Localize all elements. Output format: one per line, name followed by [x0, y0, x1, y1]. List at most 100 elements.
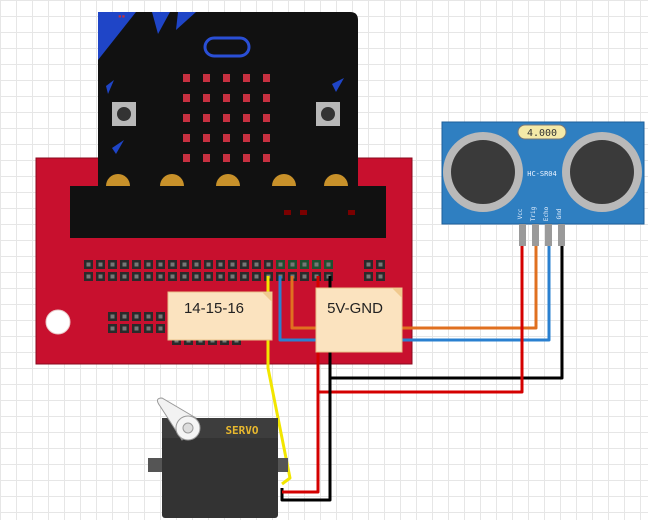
- pin-hole: [134, 326, 139, 331]
- sensor-model-label: HC-SR04: [527, 170, 557, 178]
- pin-hole: [146, 314, 151, 319]
- pin-hole: [278, 262, 283, 267]
- note-pins-label: 14-15-16: [184, 300, 244, 317]
- led: [183, 154, 190, 162]
- pin-hole: [122, 274, 127, 279]
- pin-hole: [158, 262, 163, 267]
- pin-hole: [314, 262, 319, 267]
- pin-hole: [242, 262, 247, 267]
- pin-hole: [242, 274, 247, 279]
- edge-pad: [106, 174, 130, 186]
- led: [263, 74, 270, 82]
- wire-orange-trig: [290, 246, 538, 330]
- led: [203, 94, 210, 102]
- pin-hole: [218, 274, 223, 279]
- sensor-pin-label: Trig: [530, 206, 537, 221]
- led: [203, 114, 210, 122]
- led: [223, 134, 230, 142]
- pin-hole: [122, 326, 127, 331]
- pin-hole: [326, 262, 331, 267]
- pin-hole: [110, 262, 115, 267]
- pin-hole: [378, 262, 383, 267]
- servo-horn: [156, 397, 201, 441]
- edge-connector-slot: [70, 186, 386, 238]
- microbit-board: ▪▪: [98, 12, 358, 186]
- svg-text:▪▪: ▪▪: [118, 13, 125, 20]
- pin-hole: [366, 262, 371, 267]
- pin-hole: [122, 262, 127, 267]
- led: [243, 154, 250, 162]
- microbit-logo: [203, 36, 251, 58]
- led: [263, 154, 270, 162]
- pin-hole: [158, 274, 163, 279]
- pin-hole: [170, 262, 175, 267]
- pin-hole: [266, 262, 271, 267]
- pin-hole: [378, 274, 383, 279]
- edge-pad: [160, 174, 184, 186]
- edge-pad: [216, 174, 240, 186]
- pin-hole: [170, 274, 175, 279]
- led: [243, 134, 250, 142]
- pin-hole: [158, 314, 163, 319]
- crystal: [517, 124, 567, 140]
- led: [203, 134, 210, 142]
- pin-hole: [290, 262, 295, 267]
- pin-hole: [254, 262, 259, 267]
- led: [263, 114, 270, 122]
- sensor-pin-label: Echo: [543, 206, 550, 221]
- pin-hole: [86, 262, 91, 267]
- led: [223, 94, 230, 102]
- led: [223, 74, 230, 82]
- button-b[interactable]: [316, 102, 340, 126]
- pin-hole: [110, 326, 115, 331]
- pin-hole: [134, 262, 139, 267]
- pin-hole: [110, 314, 115, 319]
- edge-pads: [106, 174, 348, 186]
- pin-hole: [302, 262, 307, 267]
- pin-hole: [134, 314, 139, 319]
- wires: [266, 246, 564, 502]
- wire-blue-echo: [278, 246, 551, 342]
- led: [243, 94, 250, 102]
- pin-hole: [158, 326, 163, 331]
- header-row-top: [84, 260, 333, 269]
- servo-label: SERVO: [225, 424, 258, 437]
- note-pins: 14-15-16: [167, 291, 273, 341]
- sensor-pin-label: Gnd: [556, 208, 563, 219]
- pin-hole: [254, 274, 259, 279]
- crystal-label: 4.000: [527, 128, 557, 139]
- led: [183, 74, 190, 82]
- pin-hole: [206, 274, 211, 279]
- pin-hole: [194, 262, 199, 267]
- pin-hole: [230, 262, 235, 267]
- led: [223, 114, 230, 122]
- pin-hole: [218, 262, 223, 267]
- button-a[interactable]: [112, 102, 136, 126]
- pin-hole: [182, 274, 187, 279]
- microbit-corner-mark: [98, 12, 136, 60]
- led: [263, 134, 270, 142]
- edge-pad: [272, 174, 296, 186]
- led: [183, 114, 190, 122]
- pin-hole: [146, 274, 151, 279]
- pin-hole: [134, 274, 139, 279]
- pin-hole: [366, 274, 371, 279]
- servo-motor: SERVO: [148, 397, 288, 518]
- header-block-right: [364, 260, 385, 281]
- pin-hole: [98, 274, 103, 279]
- led: [243, 74, 250, 82]
- pin-hole: [146, 262, 151, 267]
- header-row-bottom: [84, 272, 333, 281]
- pin-hole: [194, 274, 199, 279]
- slot-leds: [284, 210, 355, 215]
- led: [203, 154, 210, 162]
- pin-hole: [110, 274, 115, 279]
- led: [203, 74, 210, 82]
- note-power-label: 5V-GND: [327, 300, 383, 317]
- led-matrix: [183, 74, 270, 162]
- note-power: 5V-GND: [315, 287, 403, 353]
- pin-hole: [122, 314, 127, 319]
- led: [223, 154, 230, 162]
